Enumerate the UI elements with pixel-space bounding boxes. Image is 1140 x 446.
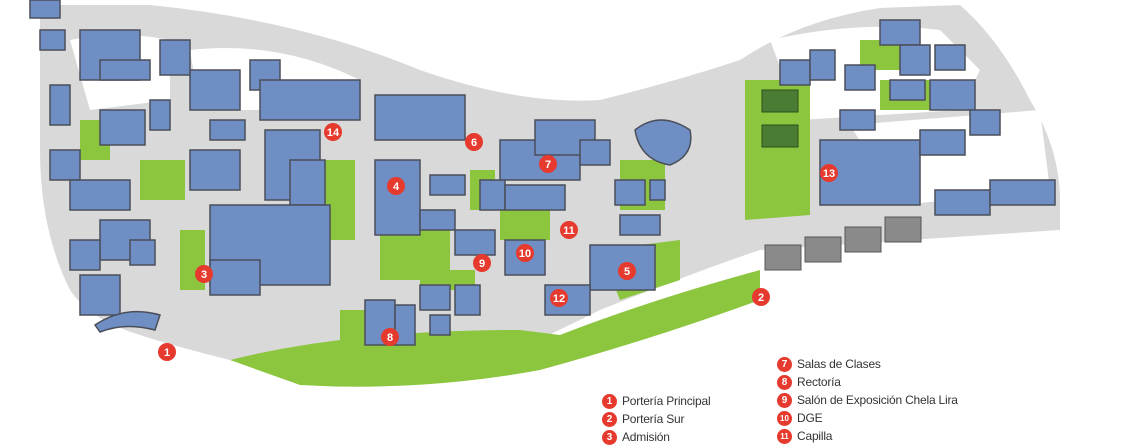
legend-label-11: Capilla <box>797 429 833 443</box>
svg-text:9: 9 <box>479 258 485 270</box>
legend-number-3: 3 <box>602 429 617 445</box>
legend-number-11: 11 <box>777 428 792 444</box>
legend-column-2: 7 Salas de Clases 8 Rectoría 9 Salón de Exp… <box>777 355 958 445</box>
legend-number-7: 7 <box>777 356 792 372</box>
legend-label-1: Portería Principal <box>622 394 711 408</box>
legend-label-3: Admisión <box>622 430 670 444</box>
svg-text:1: 1 <box>164 347 170 359</box>
marker-9[interactable]: 9 <box>473 254 491 272</box>
svg-text:11: 11 <box>563 225 575 237</box>
sports-fields <box>761 89 922 271</box>
legend-number-10: 10 <box>777 410 792 426</box>
svg-text:2: 2 <box>758 292 764 304</box>
marker-7[interactable]: 7 <box>539 155 557 173</box>
legend-label-10: DGE <box>797 411 823 425</box>
svg-text:4: 4 <box>393 181 400 193</box>
svg-text:10: 10 <box>519 248 531 260</box>
marker-5[interactable]: 5 <box>618 262 636 280</box>
marker-2[interactable]: 2 <box>752 288 770 306</box>
legend-number-2: 2 <box>602 411 617 427</box>
legend-number-1: 1 <box>602 393 617 409</box>
legend-item-2: 2 Portería Sur <box>602 410 710 428</box>
legend-item-7: 7 Salas de Clases <box>777 355 958 373</box>
marker-8[interactable]: 8 <box>381 328 399 346</box>
legend-label-7: Salas de Clases <box>797 357 881 371</box>
legend-item-10: 10 DGE <box>777 409 958 427</box>
legend-label-8: Rectoría <box>797 375 841 389</box>
svg-text:14: 14 <box>327 127 340 139</box>
markers: 1 2 3 4 5 6 7 8 9 10 11 12 13 14 <box>158 123 838 361</box>
legend-item-3: 3 Admisión <box>602 428 710 446</box>
legend-item-9: 9 Salón de Exposición Chela Lira <box>777 391 958 409</box>
marker-11[interactable]: 11 <box>560 221 578 239</box>
legend-item-8: 8 Rectoría <box>777 373 958 391</box>
legend-label-9: Salón de Exposición Chela Lira <box>797 393 958 407</box>
svg-text:8: 8 <box>387 332 393 344</box>
legend-item-1: 1 Portería Principal <box>602 392 711 410</box>
legend-column-1: 1 Portería Principal 2 Portería Sur 3 Admis… <box>602 392 711 446</box>
marker-10[interactable]: 10 <box>516 244 534 262</box>
svg-text:12: 12 <box>553 293 565 305</box>
marker-12[interactable]: 12 <box>550 289 568 307</box>
buildings <box>29 0 1056 346</box>
marker-3[interactable]: 3 <box>195 265 213 283</box>
marker-13[interactable]: 13 <box>820 164 838 182</box>
legend-label-2: Portería Sur <box>622 412 685 426</box>
svg-text:13: 13 <box>823 168 835 180</box>
marker-6[interactable]: 6 <box>465 133 483 151</box>
marker-14[interactable]: 14 <box>324 123 342 141</box>
svg-text:3: 3 <box>201 269 207 281</box>
legend-item-11: 11 Capilla <box>777 427 958 445</box>
svg-text:7: 7 <box>545 159 551 171</box>
legend-number-8: 8 <box>777 374 792 390</box>
svg-text:6: 6 <box>471 137 477 149</box>
marker-4[interactable]: 4 <box>387 177 405 195</box>
marker-1[interactable]: 1 <box>158 343 176 361</box>
legend-number-9: 9 <box>777 392 792 408</box>
svg-text:5: 5 <box>624 266 630 278</box>
